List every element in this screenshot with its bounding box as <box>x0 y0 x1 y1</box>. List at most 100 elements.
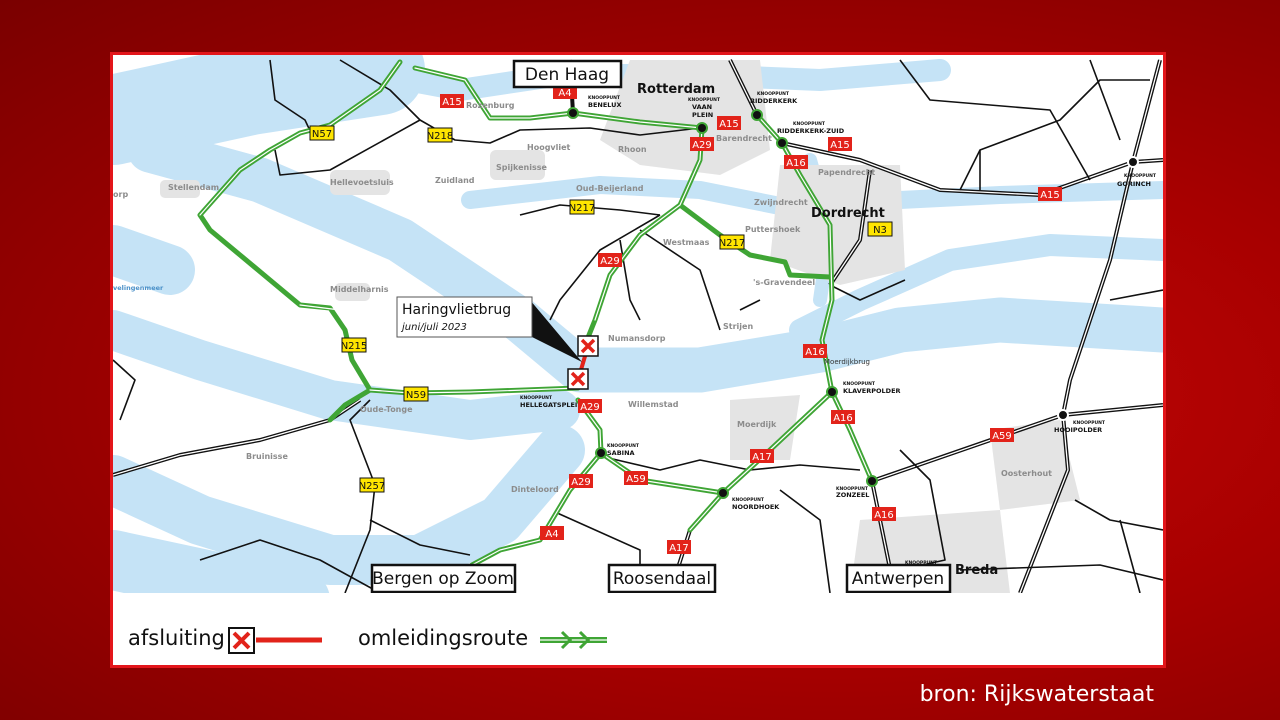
knooppunt-prefix: KNOOPPUNT <box>843 381 876 387</box>
shield-label: A17 <box>669 543 689 554</box>
shield-label: N215 <box>341 341 368 352</box>
junction-label: RIDDERKERK <box>750 97 798 105</box>
junction-labels: KNOOPPUNT BENELUX KNOOPPUNT VAAN PLEIN K… <box>520 91 1157 566</box>
provincial-shield: N217 <box>719 234 745 250</box>
place-label: Strijen <box>723 322 753 331</box>
legend-detour-label: omleidingsroute <box>358 626 529 650</box>
destination-roosendaal: Roosendaal <box>613 569 711 589</box>
junction-label: BENELUX <box>588 101 621 109</box>
highway-shields: A15A4A15A29A16A15A15A29A16A29A16A59A17A5… <box>440 85 1062 554</box>
destination-boxes: Den Haag Bergen op Zoom Roosendaal Antwe… <box>370 59 952 593</box>
knooppunt-prefix: KNOOPPUNT <box>732 497 765 503</box>
shield-label: A59 <box>992 431 1012 442</box>
highway-shield: A4 <box>553 85 577 99</box>
provincial-shield: N218 <box>427 127 453 143</box>
place-label: orp <box>113 190 128 199</box>
shield-label: A16 <box>805 347 825 358</box>
knooppunt-prefix: KNOOPPUNT <box>1073 420 1106 426</box>
place-label: Zuidland <box>435 176 475 185</box>
callout-pointer <box>530 300 582 362</box>
shield-label: N257 <box>359 481 386 492</box>
place-label: Hoogvliet <box>527 143 571 152</box>
place-label: Spijkenisse <box>496 163 547 172</box>
place-label: Puttershoek <box>745 225 801 234</box>
destination-bergen-op-zoom: Bergen op Zoom <box>372 569 514 589</box>
highway-shield: A16 <box>872 507 896 521</box>
highway-shield: A16 <box>831 410 855 424</box>
shield-label: A4 <box>558 88 571 99</box>
junction-label: GORINCH <box>1117 180 1151 188</box>
place-label: Middelharnis <box>330 285 389 294</box>
shield-label: A16 <box>833 413 853 424</box>
shield-label: A15 <box>830 140 850 151</box>
place-label: Moerdijk <box>737 420 777 429</box>
highway-shield: A16 <box>784 155 808 169</box>
place-label: 's-Gravendeel <box>753 278 815 287</box>
provincial-shield: N59 <box>403 386 429 402</box>
legend-closure-label: afsluiting <box>128 626 225 650</box>
provincial-shield: N57 <box>309 125 335 141</box>
shield-label: A17 <box>752 452 772 463</box>
place-label: Numansdorp <box>608 334 666 343</box>
highway-shield: A59 <box>624 471 648 485</box>
knooppunt-prefix: KNOOPPUNT <box>836 486 869 492</box>
provincial-shield: N217 <box>569 199 596 215</box>
highway-shield: A59 <box>990 428 1014 442</box>
knooppunt-prefix: KNOOPPUNT <box>688 97 721 103</box>
shield-label: A4 <box>545 529 558 540</box>
knooppunt-prefix: KNOOPPUNT <box>757 91 790 97</box>
knooppunt-prefix: KNOOPPUNT <box>793 121 826 127</box>
closure-x-icon <box>228 627 255 654</box>
highway-shield: A29 <box>690 137 714 151</box>
highway-shield: A17 <box>667 540 691 554</box>
highway-shield: A15 <box>440 94 464 108</box>
junction-label: PLEIN <box>692 111 713 119</box>
closure-x-icon <box>567 368 589 390</box>
detour-line-swatch <box>540 630 607 650</box>
place-label: Zwijndrecht <box>754 198 808 207</box>
place-label: Stellendam <box>168 183 219 192</box>
destination-den-haag: Den Haag <box>525 65 609 85</box>
shield-label: A29 <box>580 402 600 413</box>
shield-label: A15 <box>719 119 739 130</box>
legend <box>228 627 607 654</box>
junction-label: SABINA <box>607 449 635 457</box>
shield-label: N57 <box>312 129 332 140</box>
junction-label: HOOIPOLDER <box>1054 426 1102 434</box>
shield-label: A29 <box>600 256 620 267</box>
junction-label: NOORDHOEK <box>732 503 780 511</box>
provincial-shield: N257 <box>359 477 386 493</box>
place-label: Dinteloord <box>511 485 559 494</box>
shield-label: A15 <box>1040 190 1060 201</box>
place-label: Moerdijkbrug <box>824 358 870 366</box>
place-label: Oude-Tonge <box>360 405 413 414</box>
junction-label: KLAVERPOLDER <box>843 387 901 395</box>
place-label: Oosterhout <box>1001 469 1052 478</box>
city-label: Breda <box>955 563 998 578</box>
destination-antwerpen: Antwerpen <box>852 569 944 589</box>
shield-label: A29 <box>571 477 591 488</box>
callout-subtitle: juni/juli 2023 <box>400 322 467 333</box>
knooppunt-prefix: KNOOPPUNT <box>607 443 640 449</box>
knooppunt-prefix: KNOOPPUNT <box>520 395 553 401</box>
detour-routes <box>197 59 875 568</box>
place-label: Hellevoetsluis <box>330 178 394 187</box>
junction-label: VAAN <box>692 103 712 111</box>
knooppunt-prefix: KNOOPPUNT <box>588 95 621 101</box>
closure-x-icon <box>577 335 599 357</box>
junction-label: RIDDERKERK-ZUID <box>777 127 845 135</box>
urban-areas <box>160 60 1080 593</box>
shield-label: A15 <box>442 97 462 108</box>
place-label: Rhoon <box>618 145 647 154</box>
place-label: Rozenburg <box>466 101 515 110</box>
highway-shield: A15 <box>717 116 741 130</box>
place-label: Willemstad <box>628 400 679 409</box>
highway-shield: A16 <box>803 344 827 358</box>
place-label: velingenmeer <box>113 284 164 292</box>
shield-label: N217 <box>569 203 596 214</box>
closure-markers <box>567 335 599 390</box>
highway-shield: A29 <box>569 474 593 488</box>
highway-shield: A17 <box>750 449 774 463</box>
